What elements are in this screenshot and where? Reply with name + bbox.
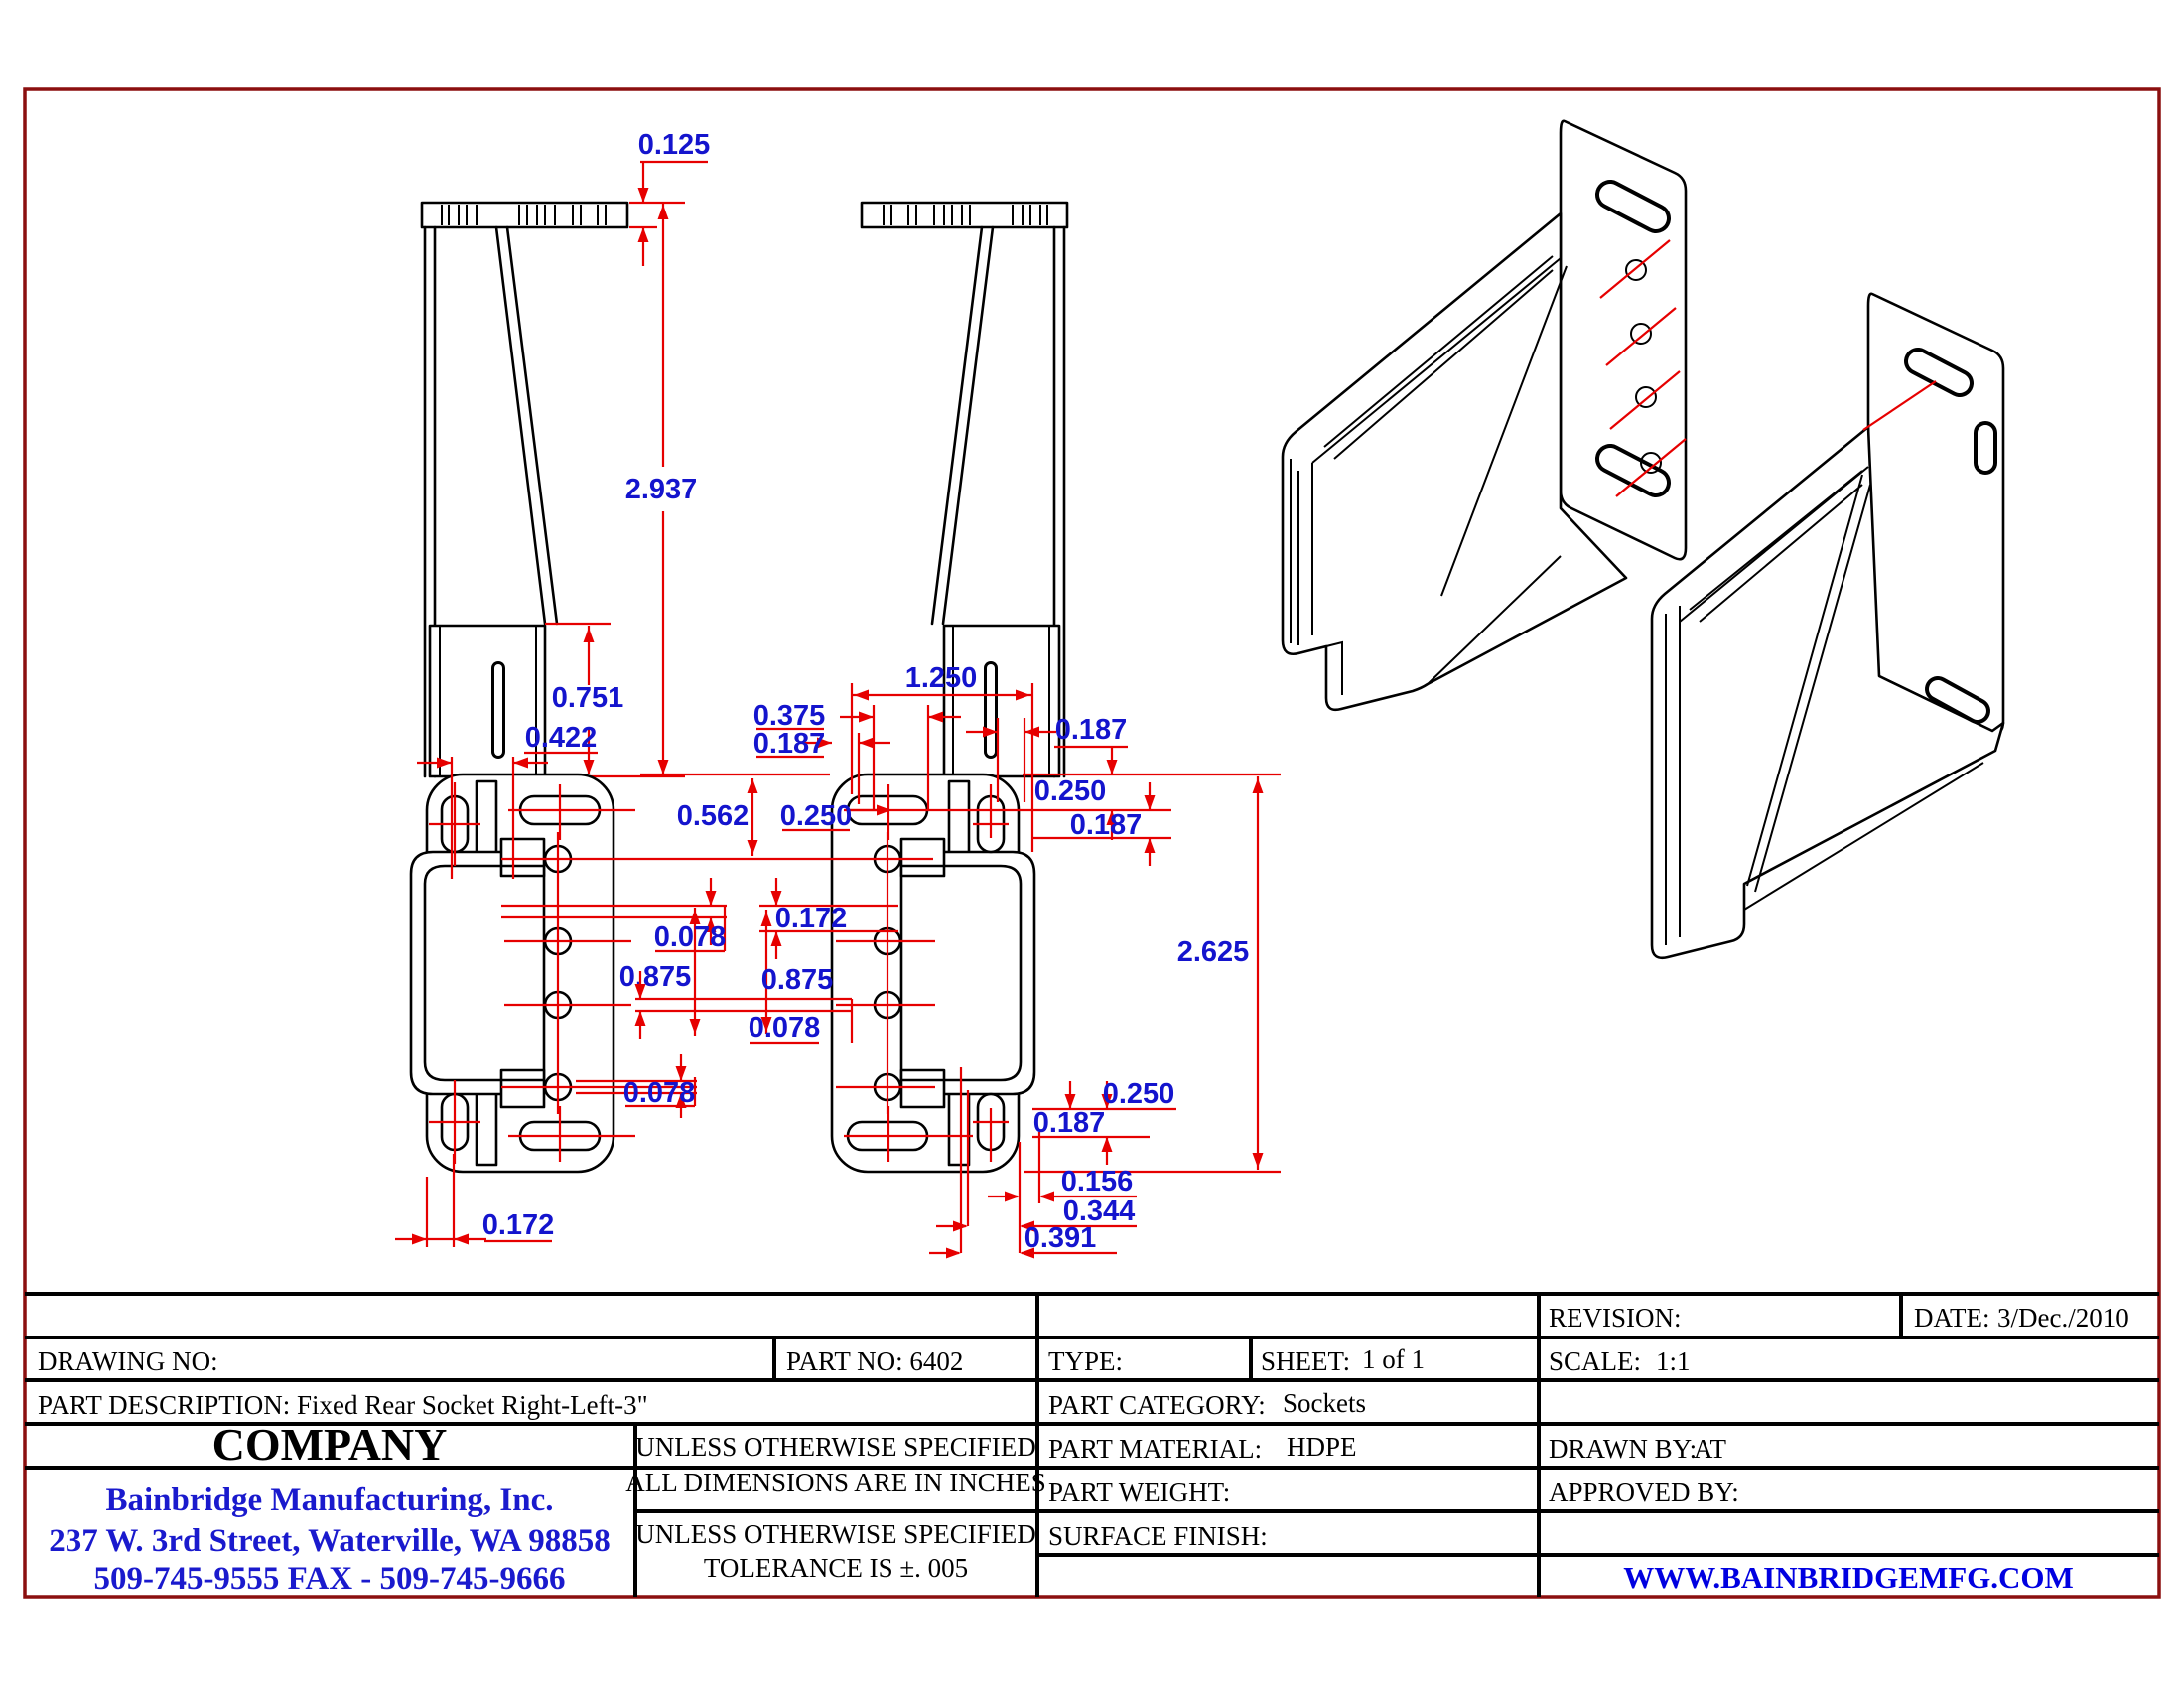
part-category-value: Sockets bbox=[1283, 1388, 1366, 1418]
date-value: 3/Dec./2010 bbox=[1997, 1303, 2129, 1333]
company-address: 237 W. 3rd Street, Waterville, WA 98858 bbox=[49, 1523, 611, 1559]
dim-2937: 2.937 bbox=[625, 474, 698, 505]
front-view-left bbox=[409, 773, 615, 1174]
dim-0078-a: 0.078 bbox=[654, 921, 727, 953]
approved-by-label: APPROVED BY: bbox=[1549, 1477, 1739, 1507]
spec2-line2: TOLERANCE IS ±. 005 bbox=[704, 1553, 968, 1583]
company-title: COMPANY bbox=[212, 1419, 448, 1470]
sheet-label: SHEET: bbox=[1261, 1346, 1350, 1376]
part-weight-label: PART WEIGHT: bbox=[1048, 1477, 1230, 1507]
dim-0187-c: 0.187 bbox=[1070, 809, 1143, 841]
sheet-border bbox=[23, 87, 2161, 1599]
front-view-centerlines bbox=[429, 782, 1171, 1164]
part-no: PART NO: 6402 bbox=[786, 1346, 963, 1376]
side-view-dimensions: 0.125 2.937 0.751 bbox=[545, 129, 711, 778]
dim-0375: 0.375 bbox=[753, 700, 826, 732]
dim-0078-b: 0.078 bbox=[623, 1077, 696, 1109]
part-material-value: HDPE bbox=[1287, 1432, 1357, 1462]
dim-0156: 0.156 bbox=[1061, 1166, 1134, 1197]
dim-0562: 0.562 bbox=[677, 800, 750, 832]
dim-0344: 0.344 bbox=[1063, 1196, 1136, 1227]
drawing-no-label: DRAWING NO: bbox=[38, 1346, 218, 1376]
dim-0172-left: 0.172 bbox=[482, 1209, 555, 1241]
scale-label: SCALE: bbox=[1549, 1346, 1641, 1376]
dim-0875-right: 0.875 bbox=[761, 964, 834, 996]
dim-0187-d: 0.187 bbox=[1033, 1107, 1106, 1139]
front-right-dimensions: 1.250 0.375 0.187 0.187 0.250 0.187 2.62… bbox=[634, 662, 1281, 1259]
revision-label: REVISION: bbox=[1549, 1303, 1682, 1333]
front-left-dimensions: 0.422 0.562 0.250 0.875 0.078 0.078 0.17… bbox=[395, 722, 891, 1247]
front-view-right bbox=[830, 773, 1036, 1174]
dim-0250-right: 0.250 bbox=[1034, 775, 1107, 807]
dim-0751: 0.751 bbox=[552, 682, 624, 714]
section-tick-right bbox=[1862, 380, 1937, 431]
dim-1250: 1.250 bbox=[905, 662, 978, 694]
iso-view-right bbox=[1650, 292, 2005, 960]
dim-2625: 2.625 bbox=[1177, 936, 1250, 968]
dim-0187-b: 0.187 bbox=[1055, 714, 1128, 746]
dim-0172-right: 0.172 bbox=[775, 903, 848, 934]
company-name: Bainbridge Manufacturing, Inc. bbox=[105, 1482, 553, 1518]
dim-0250-bottom: 0.250 bbox=[1103, 1078, 1175, 1110]
title-block: REVISION: DATE: 3/Dec./2010 DRAWING NO: … bbox=[25, 1292, 2159, 1597]
dim-0125: 0.125 bbox=[638, 129, 711, 161]
drawn-by-label: DRAWN BY: bbox=[1549, 1434, 1697, 1464]
part-category-label: PART CATEGORY: bbox=[1048, 1390, 1266, 1420]
dim-0187-a: 0.187 bbox=[753, 728, 826, 760]
company-phone: 509-745-9555 FAX - 509-745-9666 bbox=[93, 1561, 565, 1597]
spec1-line1: UNLESS OTHERWISE SPECIFIED bbox=[635, 1432, 1036, 1462]
part-material-label: PART MATERIAL: bbox=[1048, 1434, 1262, 1464]
dim-0391: 0.391 bbox=[1024, 1222, 1097, 1254]
date-label: DATE: bbox=[1914, 1303, 1990, 1333]
dim-0250-top: 0.250 bbox=[780, 800, 853, 832]
drawn-by-value: AT bbox=[1694, 1434, 1727, 1464]
part-description: PART DESCRIPTION: Fixed Rear Socket Righ… bbox=[38, 1390, 648, 1420]
surface-finish-label: SURFACE FINISH: bbox=[1048, 1521, 1268, 1551]
type-label: TYPE: bbox=[1048, 1346, 1123, 1376]
sheet-value: 1 of 1 bbox=[1362, 1344, 1425, 1374]
scale-value: 1:1 bbox=[1656, 1346, 1691, 1376]
dim-0875-left: 0.875 bbox=[619, 961, 692, 993]
spec1-line2: ALL DIMENSIONS ARE IN INCHES bbox=[625, 1468, 1046, 1497]
section-ticks-left bbox=[1599, 239, 1687, 497]
side-view-right bbox=[860, 201, 1069, 778]
iso-view-left bbox=[1281, 119, 1688, 712]
website: WWW.BAINBRIDGEMFG.COM bbox=[1623, 1560, 2074, 1595]
side-view-left bbox=[420, 201, 629, 778]
dim-0422: 0.422 bbox=[525, 722, 598, 754]
dim-0078-c: 0.078 bbox=[749, 1012, 821, 1044]
spec2-line1: UNLESS OTHERWISE SPECIFIED bbox=[635, 1519, 1036, 1549]
